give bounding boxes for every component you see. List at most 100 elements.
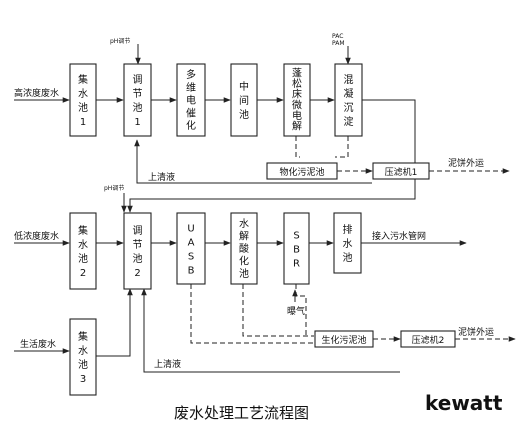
unit-collect3-char: 池 bbox=[78, 358, 88, 371]
unit-adjust1-char: 池 bbox=[133, 101, 143, 114]
unit-collect1-char: 1 bbox=[80, 117, 86, 128]
unit-adjust1: 调节池 1 bbox=[123, 63, 152, 137]
unit-adjust1-label: 调节池 1 bbox=[133, 74, 143, 128]
filter-press-2: 压滤机2 bbox=[400, 330, 456, 348]
unit-collect2-char: 池 bbox=[78, 252, 88, 265]
row2-flows bbox=[14, 193, 467, 373]
unit-collect2: 集水池 2 bbox=[69, 212, 97, 290]
unit-micro-char: 松 bbox=[292, 77, 302, 90]
row1-flows bbox=[14, 44, 416, 213]
unit-micro: 蓬松床微电解 bbox=[283, 63, 311, 137]
unit-hydro: 水解酸化池 bbox=[230, 212, 258, 285]
unit-micro-char: 床 bbox=[292, 88, 302, 101]
unit-adjust1-char: 1 bbox=[134, 117, 140, 128]
unit-micro-label: 蓬松床微电解 bbox=[292, 67, 302, 132]
unit-hydro-char: 池 bbox=[239, 267, 249, 280]
row2-sludge bbox=[190, 284, 516, 344]
unit-collect2-char: 集 bbox=[78, 224, 88, 237]
unit-hydro-char: 解 bbox=[239, 229, 249, 242]
unit-hydro-label: 水解酸化池 bbox=[239, 218, 249, 280]
bio-sludge-tank: 生化污泥池 bbox=[314, 330, 374, 348]
unit-adjust2-char: 2 bbox=[134, 268, 140, 279]
cake-2-label: 泥饼外运 bbox=[458, 326, 494, 338]
chem-sludge-tank: 物化污泥池 bbox=[266, 162, 338, 180]
unit-uasb-char: S bbox=[188, 251, 194, 262]
unit-adjust2-char: 节 bbox=[133, 239, 143, 251]
unit-adjust2-char: 池 bbox=[133, 252, 143, 265]
unit-micro-char: 解 bbox=[292, 120, 302, 133]
unit-electro-char: 维 bbox=[186, 81, 196, 94]
unit-drain-label: 排水池 bbox=[343, 223, 353, 264]
unit-uasb-char: U bbox=[187, 223, 194, 234]
unit-collect1-label: 集水池 1 bbox=[78, 73, 88, 128]
unit-hydro-char: 酸 bbox=[239, 242, 249, 255]
unit-collect3-char: 水 bbox=[78, 345, 88, 357]
unit-collect2-label: 集水池 2 bbox=[78, 224, 88, 279]
unit-electro: 多维电催化 bbox=[176, 63, 206, 137]
unit-drain-char: 池 bbox=[343, 251, 353, 264]
unit-coag-char: 凝 bbox=[344, 88, 354, 100]
unit-micro-char: 蓬 bbox=[292, 67, 302, 79]
svg-text:压滤机1: 压滤机1 bbox=[385, 166, 418, 178]
unit-adjust2-char: 调 bbox=[133, 225, 143, 237]
unit-coag: 混凝沉淀 bbox=[334, 63, 363, 137]
unit-collect2-char: 水 bbox=[78, 239, 88, 251]
svg-text:压滤机2: 压滤机2 bbox=[412, 334, 445, 346]
supernatant-1-label: 上清液 bbox=[148, 171, 175, 183]
unit-drain-char: 水 bbox=[343, 238, 353, 250]
brand-logo: kewatt bbox=[425, 391, 503, 415]
unit-adjust1-char: 调 bbox=[133, 74, 143, 86]
unit-electro-char: 多 bbox=[186, 68, 196, 81]
unit-electro-char: 催 bbox=[186, 106, 196, 119]
unit-middle-char: 池 bbox=[239, 108, 249, 121]
diagram-title: 废水处理工艺流程图 bbox=[174, 404, 309, 422]
pac-label: PAC bbox=[332, 33, 343, 40]
input-high-label: 高浓度废水 bbox=[14, 87, 59, 99]
input-low-label: 低浓度废水 bbox=[14, 230, 59, 242]
unit-coag-char: 淀 bbox=[344, 115, 354, 128]
unit-sbr-char: R bbox=[293, 258, 300, 269]
svg-text:生化污泥池: 生化污泥池 bbox=[321, 334, 366, 346]
unit-coag-char: 混 bbox=[344, 74, 354, 86]
aeration-label: 曝气 bbox=[287, 305, 305, 317]
unit-adjust2: 调节池 2 bbox=[123, 212, 152, 290]
unit-drain: 排水池 bbox=[333, 212, 362, 274]
ph-adjust-1-label: pH调节 bbox=[110, 37, 130, 45]
unit-collect1-char: 池 bbox=[78, 101, 88, 114]
sewer-label: 接入污水管网 bbox=[372, 230, 426, 242]
unit-collect3-char: 集 bbox=[78, 330, 88, 343]
supernatant-2-label: 上清液 bbox=[154, 358, 181, 370]
unit-uasb-char: B bbox=[188, 265, 195, 276]
unit-collect1-char: 集 bbox=[78, 73, 88, 86]
unit-coag-label: 混凝沉淀 bbox=[344, 74, 354, 128]
unit-electro-char: 电 bbox=[186, 94, 196, 107]
unit-adjust1-char: 节 bbox=[133, 88, 143, 100]
unit-collect1-char: 水 bbox=[78, 88, 88, 100]
unit-collect2-char: 2 bbox=[80, 268, 86, 279]
unit-hydro-char: 化 bbox=[239, 255, 249, 268]
unit-micro-char: 电 bbox=[292, 109, 302, 122]
filter-press-1: 压滤机1 bbox=[372, 162, 430, 180]
unit-adjust2-label: 调节池 2 bbox=[133, 225, 143, 279]
unit-collect1: 集水池 1 bbox=[69, 63, 97, 137]
unit-coag-char: 沉 bbox=[344, 101, 354, 114]
unit-micro-char: 微 bbox=[292, 98, 302, 111]
unit-electro-char: 化 bbox=[186, 119, 196, 132]
svg-text:物化污泥池: 物化污泥池 bbox=[279, 166, 324, 178]
unit-sbr-char: S bbox=[293, 230, 299, 241]
unit-electro-label: 多维电催化 bbox=[186, 68, 196, 132]
unit-uasb-char: A bbox=[188, 237, 195, 248]
pam-label: PAM bbox=[332, 40, 345, 47]
unit-middle: 中间池 bbox=[230, 63, 258, 137]
unit-hydro-char: 水 bbox=[239, 218, 249, 230]
unit-sbr-char: B bbox=[293, 244, 300, 255]
row1-sludge bbox=[295, 136, 510, 174]
input-domestic-label: 生活废水 bbox=[20, 338, 56, 350]
